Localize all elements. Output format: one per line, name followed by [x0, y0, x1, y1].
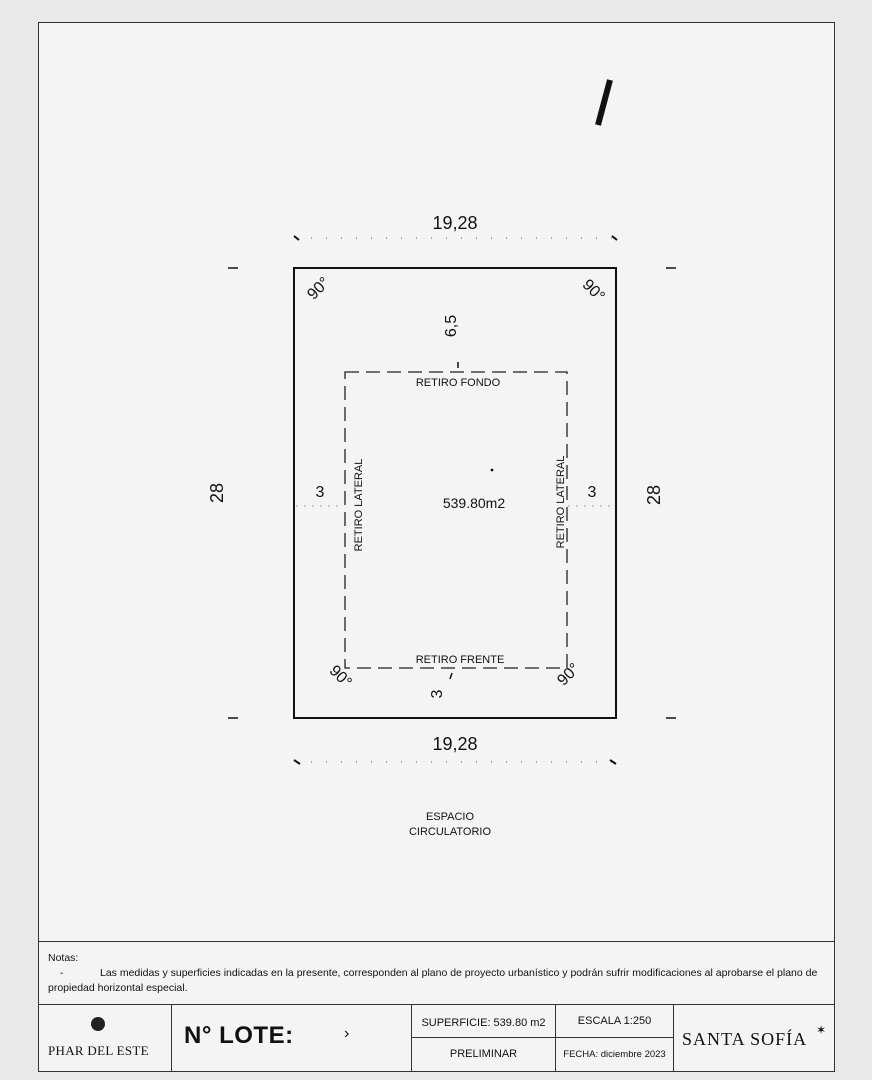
notes-text: Las medidas y superficies indicadas en l…	[48, 967, 818, 994]
estado-cell: PRELIMINAR	[412, 1038, 556, 1071]
espacio-label: ESPACIO	[426, 811, 475, 823]
title-block: PHAR DEL ESTE N° LOTE: › SUPERFICIE: 539…	[38, 1004, 835, 1072]
phar-logo-text: PHAR DEL ESTE	[48, 1043, 149, 1058]
north-mark	[595, 79, 613, 126]
setback-front-tick	[449, 672, 453, 680]
retiro-fondo-label: RETIRO FONDO	[416, 377, 501, 389]
circulatorio-label: CIRCULATORIO	[409, 826, 492, 838]
notes-section: Notas: -Las medidas y superficies indica…	[38, 941, 835, 1004]
phar-logo-icon	[91, 1017, 105, 1031]
notes-body: -Las medidas y superficies indicadas en …	[48, 966, 825, 996]
centroid-dot	[490, 468, 494, 472]
left-depth-label: 28	[207, 483, 227, 503]
brand-cell: SANTA SOFÍA ✶	[674, 1005, 833, 1071]
right-depth-label: 28	[644, 485, 664, 505]
lot-outline	[293, 267, 617, 719]
angle-top-left: 90°	[304, 274, 333, 303]
fecha-cell: FECHA: diciembre 2023	[556, 1038, 674, 1071]
setback-right-label: 3	[588, 484, 597, 501]
lote-cell: N° LOTE: ›	[172, 1005, 412, 1071]
angle-bottom-left: 90°	[326, 662, 355, 691]
logo-cell: PHAR DEL ESTE	[38, 1005, 172, 1071]
bottom-dimension	[293, 759, 617, 765]
escala-cell: ESCALA 1:250	[556, 1005, 674, 1038]
top-dimension	[293, 235, 618, 241]
retiro-frente-label: RETIRO FRENTE	[416, 654, 505, 666]
bottom-width-label: 19,28	[432, 734, 477, 754]
notes-header: Notas:	[48, 952, 79, 964]
retiro-lateral-left-label: RETIRO LATERAL	[353, 459, 365, 552]
top-width-label: 19,28	[432, 213, 477, 233]
area-label: 539.80m2	[443, 495, 505, 511]
retiro-lateral-right-label: RETIRO LATERAL	[555, 456, 567, 549]
santa-sofia-logo: SANTA SOFÍA	[682, 1029, 808, 1049]
lote-value: ›	[344, 1025, 350, 1042]
lot-plan-drawing: 19,28 28 28 90° 90° 90° 90° 6,5 RETIRO F…	[207, 79, 676, 838]
angle-top-right: 90°	[579, 276, 608, 305]
setback-left-label: 3	[316, 484, 325, 501]
lote-label: N° LOTE:	[184, 1022, 294, 1049]
setback-envelope	[344, 371, 568, 669]
notes-bullet: -	[60, 967, 64, 979]
setback-front-label: 3	[429, 689, 446, 698]
angle-bottom-right: 90°	[554, 660, 583, 689]
drawing-sheet	[38, 22, 835, 1072]
star-icon: ✶	[816, 1023, 827, 1037]
setback-back-label: 6,5	[443, 315, 460, 337]
superficie-cell: SUPERFICIE: 539.80 m2	[412, 1005, 556, 1038]
